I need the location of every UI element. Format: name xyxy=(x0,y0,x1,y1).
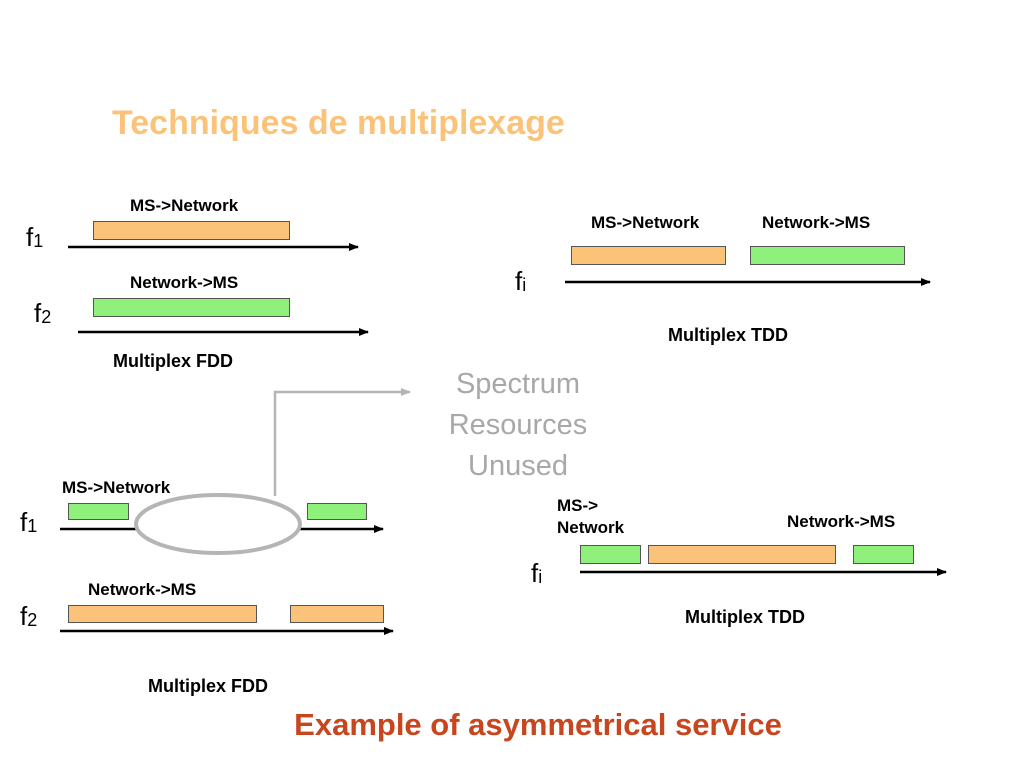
fdd-top-uplink-block xyxy=(93,221,290,240)
fdd-bottom-downlink-block-left xyxy=(68,605,257,623)
tdd-top-uplink-block xyxy=(571,246,726,265)
annotation-line-1: Spectrum xyxy=(455,368,581,400)
fdd-top-caption: Multiplex FDD xyxy=(113,351,233,371)
tdd-bottom-uplink-block-right xyxy=(853,545,914,564)
tdd-bottom-freq-label: fi xyxy=(531,558,543,588)
annotation-connector-arrow xyxy=(273,388,411,496)
unused-resources-ellipse xyxy=(134,493,302,555)
annotation-line-3: Unused xyxy=(468,450,568,482)
slide-title: Techniques de multiplexage xyxy=(112,104,565,142)
fdd-bottom-uplink-block-left xyxy=(68,503,129,520)
fdd-bottom-f1-label: f1 xyxy=(20,507,38,537)
tdd-bottom-uplink-label: MS-> Network xyxy=(557,495,624,539)
tdd-bottom-uplink-block-left xyxy=(580,545,641,564)
fdd-bottom-downlink-label: Network->MS xyxy=(88,580,197,599)
fdd-bottom-uplink-label: MS->Network xyxy=(62,478,171,497)
tdd-top-uplink-label: MS->Network xyxy=(591,213,700,232)
tdd-bottom-caption: Multiplex TDD xyxy=(685,607,805,627)
fdd-top-downlink-block xyxy=(93,298,290,317)
fdd-top-uplink-label: MS->Network xyxy=(130,196,239,215)
fdd-top-f2-label: f2 xyxy=(34,298,52,328)
tdd-bottom-downlink-label: Network->MS xyxy=(787,512,896,531)
tdd-top-downlink-label: Network->MS xyxy=(762,213,871,232)
fdd-top-downlink-label: Network->MS xyxy=(130,273,239,292)
tdd-bottom-uplink-label-line1: MS-> xyxy=(557,496,599,515)
fdd-bottom-downlink-block-right xyxy=(290,605,384,623)
fdd-bottom-f2-label: f2 xyxy=(20,601,38,631)
fdd-bottom-caption: Multiplex FDD xyxy=(148,676,268,696)
annotation-line-2: Resources xyxy=(448,409,588,441)
tdd-bottom-uplink-label-line2: Network xyxy=(557,518,625,537)
tdd-bottom-downlink-block xyxy=(648,545,836,564)
footer-caption: Example of asymmetrical service xyxy=(294,707,782,742)
spectrum-unused-annotation: Spectrum Resources Unused xyxy=(420,364,616,487)
tdd-top-downlink-block xyxy=(750,246,905,265)
fdd-bottom-uplink-block-right xyxy=(307,503,367,520)
tdd-top-freq-label: fi xyxy=(515,266,527,296)
fdd-top-f1-label: f1 xyxy=(26,222,44,252)
tdd-top-caption: Multiplex TDD xyxy=(668,325,788,345)
